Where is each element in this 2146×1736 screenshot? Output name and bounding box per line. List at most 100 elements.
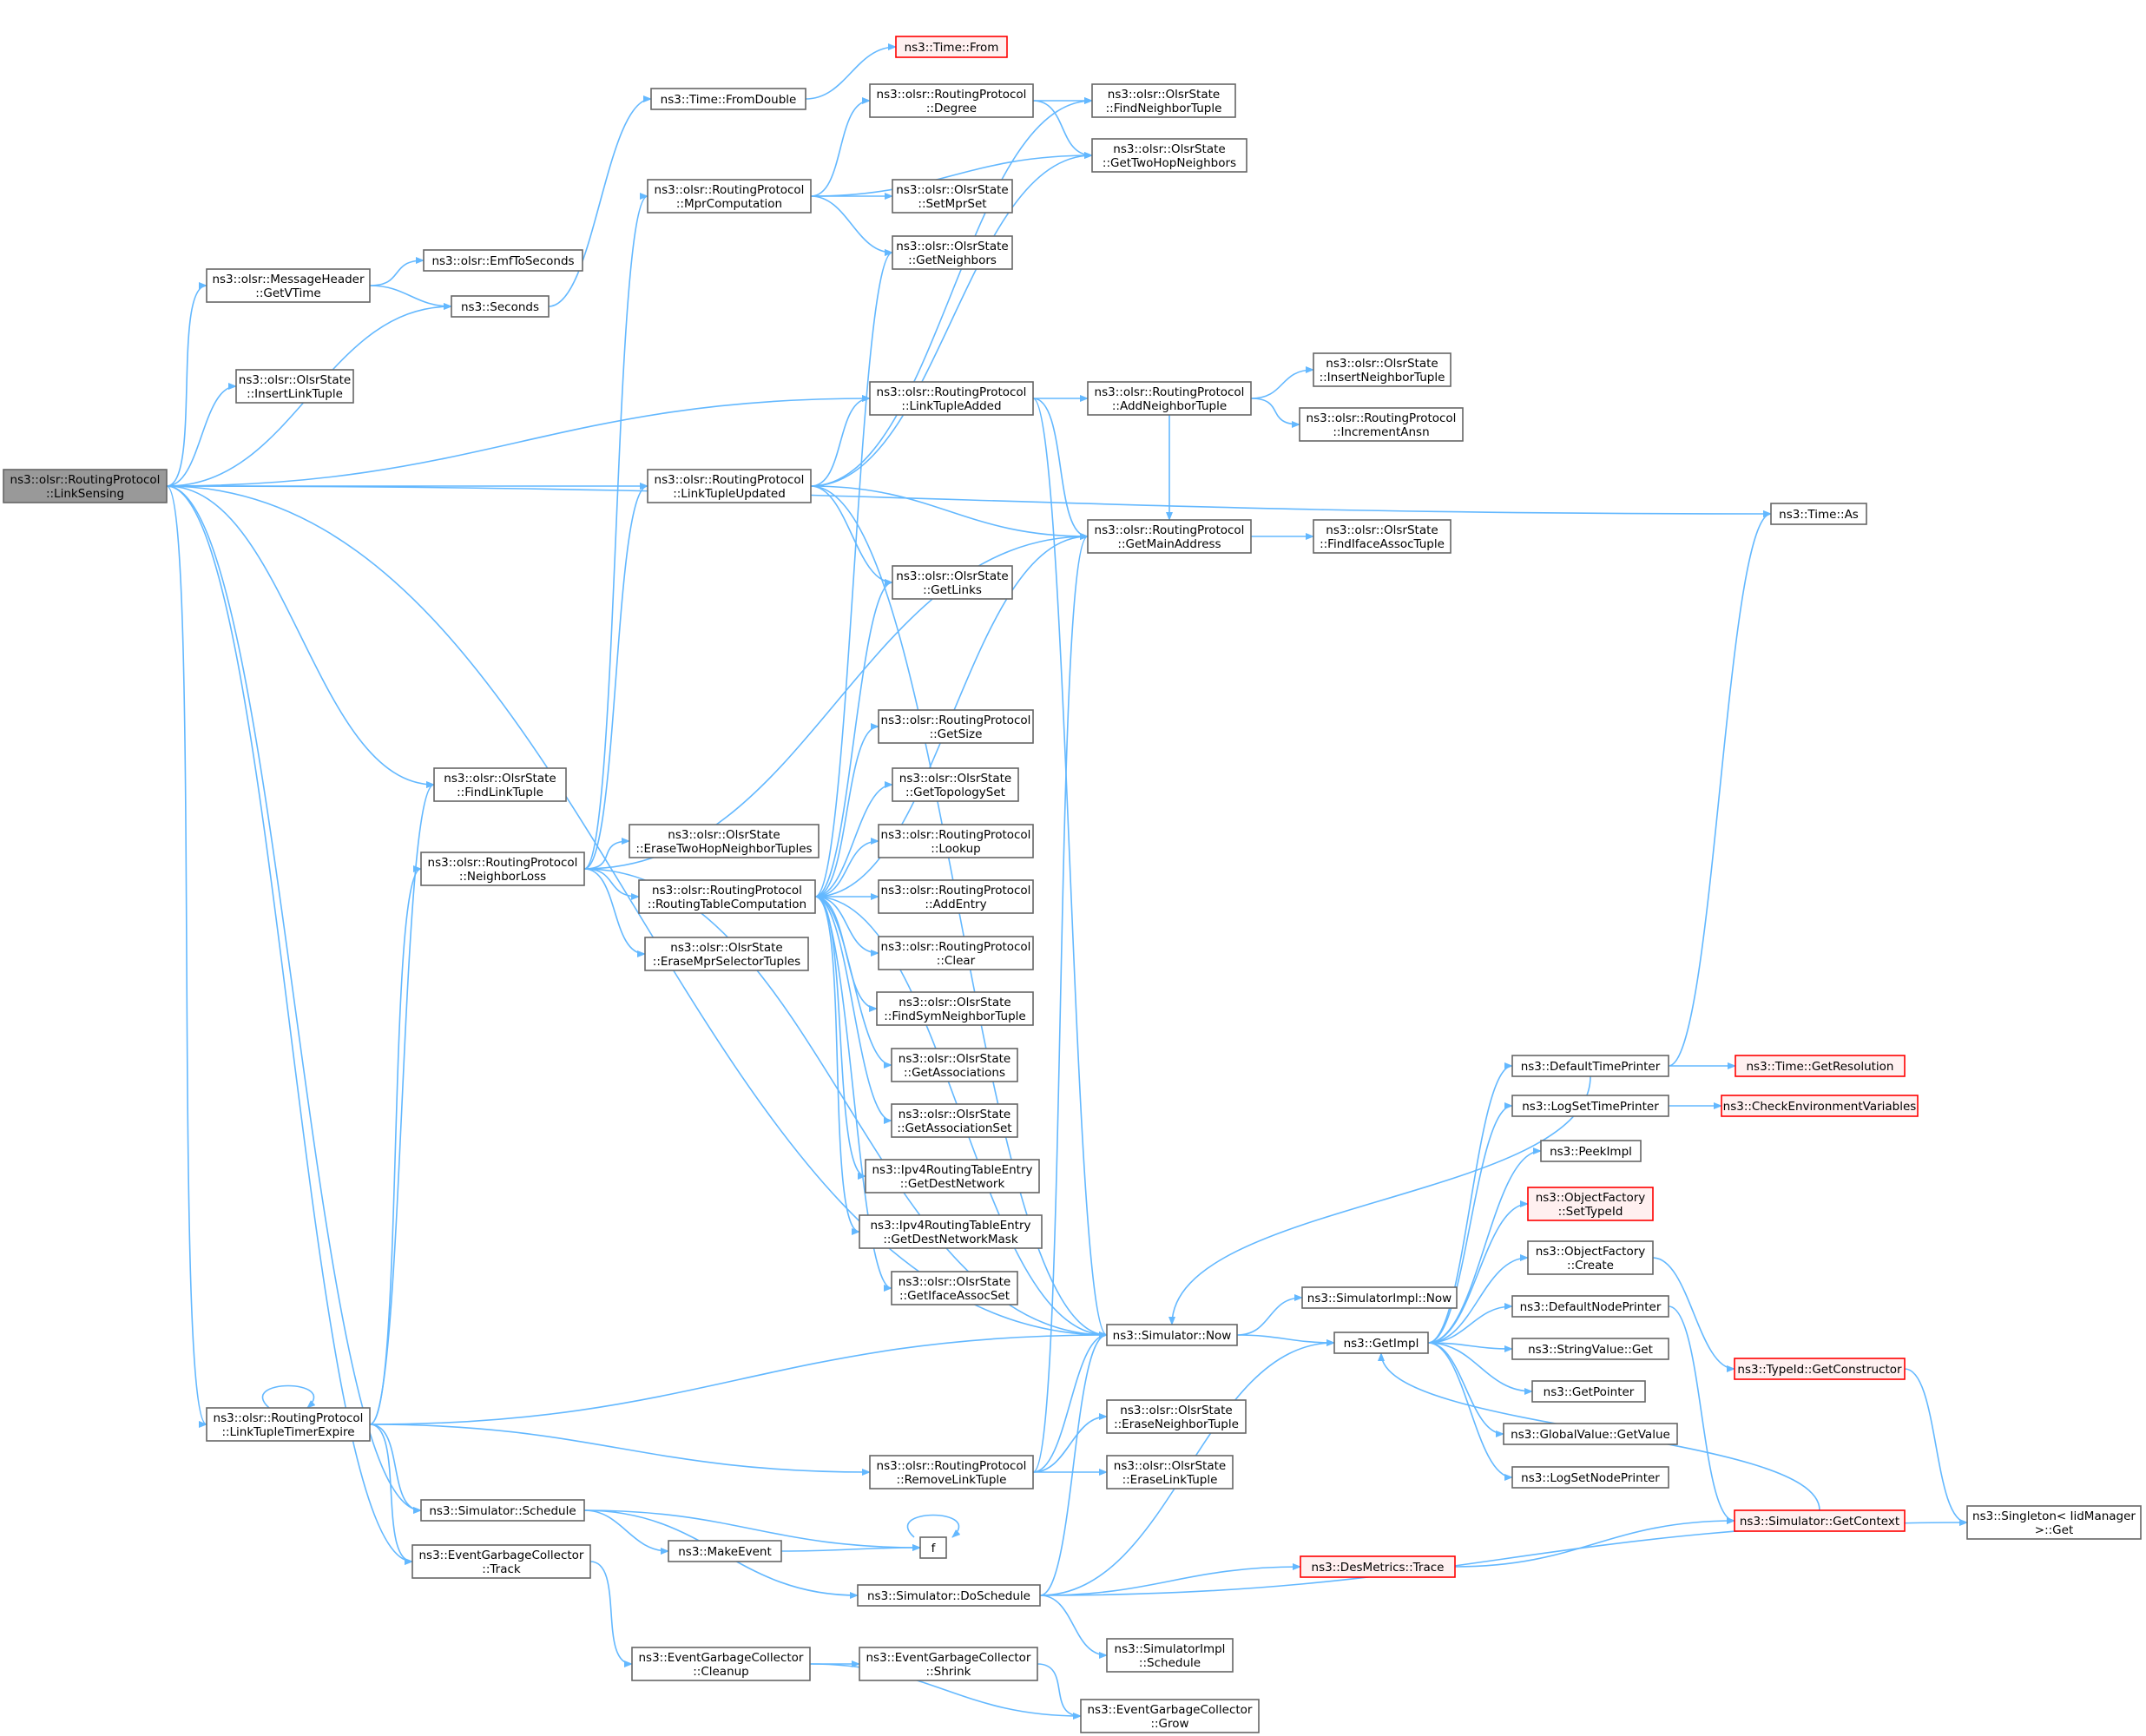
node-label: ns3::olsr::RoutingProtocol	[881, 713, 1031, 727]
node-n47[interactable]: ns3::Simulator::Now	[1106, 1324, 1238, 1346]
node-n15[interactable]: ns3::olsr::OlsrState::InsertNeighborTupl…	[1313, 352, 1452, 387]
node-n17[interactable]: ns3::olsr::RoutingProtocol::LinkTupleUpd…	[647, 469, 812, 503]
node-n59[interactable]: ns3::Singleton< IidManager>::Get	[1966, 1505, 2142, 1540]
node-n9[interactable]: ns3::olsr::EmfToSeconds	[423, 249, 583, 272]
node-box	[1511, 1338, 1669, 1360]
edge-n28-n35	[814, 896, 892, 1069]
node-n30[interactable]: ns3::olsr::OlsrState::EraseMprSelectorTu…	[644, 937, 809, 971]
node-n35[interactable]: ns3::olsr::OlsrState::GetAssociations	[891, 1048, 1018, 1082]
node-n34[interactable]: ns3::Time::GetResolution	[1735, 1055, 1906, 1077]
node-box	[1540, 1140, 1642, 1162]
node-label: ns3::Simulator::DoSchedule	[867, 1589, 1030, 1603]
node-label: ns3::olsr::OlsrState	[1326, 357, 1438, 371]
node-n46[interactable]: ns3::SimulatorImpl::Now	[1301, 1286, 1458, 1309]
node-n51[interactable]: ns3::GetPointer	[1531, 1380, 1646, 1403]
node-n4[interactable]: ns3::olsr::OlsrState::FindNeighborTuple	[1091, 83, 1236, 118]
node-box	[1734, 1358, 1906, 1380]
node-n26[interactable]: ns3::olsr::RoutingProtocol::Lookup	[878, 824, 1034, 858]
node-n3[interactable]: ns3::olsr::RoutingProtocol::Degree	[869, 83, 1034, 118]
node-n6[interactable]: ns3::olsr::RoutingProtocol::MprComputati…	[647, 179, 812, 214]
edge-n14-n15	[1250, 366, 1314, 399]
node-n28[interactable]: ns3::olsr::RoutingProtocol::RoutingTable…	[638, 879, 816, 914]
node-n24[interactable]: ns3::olsr::OlsrState::FindLinkTuple	[433, 767, 567, 802]
node-n55[interactable]: ns3::olsr::RoutingProtocol::RemoveLinkTu…	[869, 1455, 1034, 1489]
node-label: ::GetDestNetworkMask	[883, 1233, 1018, 1246]
node-label: ::Create	[1567, 1259, 1614, 1272]
node-n0[interactable]: ns3::olsr::RoutingProtocol::LinkSensing	[3, 469, 168, 503]
node-n13[interactable]: ns3::olsr::RoutingProtocol::LinkTupleAdd…	[869, 381, 1034, 416]
node-n45[interactable]: ns3::DefaultNodePrinter	[1511, 1295, 1669, 1318]
node-n66[interactable]: ns3::SimulatorImpl::Schedule	[1106, 1638, 1234, 1673]
node-n20[interactable]: ns3::Time::As	[1770, 503, 1867, 525]
node-n56[interactable]: ns3::olsr::OlsrState::EraseLinkTuple	[1106, 1455, 1234, 1489]
node-n69[interactable]: ns3::EventGarbageCollector::Grow	[1080, 1699, 1260, 1733]
node-n40[interactable]: ns3::Ipv4RoutingTableEntry::GetDestNetwo…	[865, 1159, 1040, 1194]
edge-n27-n25	[583, 838, 630, 870]
node-n10[interactable]: ns3::olsr::MessageHeader::GetVTime	[206, 268, 371, 303]
node-n64[interactable]: ns3::DesMetrics::Trace	[1300, 1555, 1456, 1578]
node-n2[interactable]: ns3::Time::FromDouble	[650, 88, 806, 110]
node-n61[interactable]: f	[919, 1536, 947, 1559]
node-n23[interactable]: ns3::olsr::OlsrState::GetTopologySet	[892, 767, 1019, 802]
node-n68[interactable]: ns3::EventGarbageCollector::Shrink	[859, 1647, 1038, 1681]
node-n41[interactable]: ns3::ObjectFactory::SetTypeId	[1527, 1187, 1654, 1221]
node-n43[interactable]: ns3::ObjectFactory::Create	[1527, 1240, 1654, 1275]
node-n25[interactable]: ns3::olsr::OlsrState::EraseTwoHopNeighbo…	[629, 824, 820, 858]
node-n11[interactable]: ns3::Seconds	[451, 295, 550, 318]
node-box	[1091, 138, 1247, 173]
node-n60[interactable]: ns3::Simulator::GetContext	[1734, 1509, 1906, 1532]
node-n67[interactable]: ns3::EventGarbageCollector::Cleanup	[631, 1647, 811, 1681]
edge-n47-n46	[1236, 1294, 1303, 1336]
node-n63[interactable]: ns3::EventGarbageCollector::Track	[411, 1544, 591, 1579]
node-n22[interactable]: ns3::olsr::RoutingProtocol::GetSize	[878, 709, 1034, 744]
node-label: ns3::olsr::EmfToSeconds	[431, 254, 574, 268]
node-n44[interactable]: ns3::olsr::OlsrState::GetIfaceAssocSet	[891, 1271, 1018, 1305]
node-label: ::EraseTwoHopNeighborTuples	[635, 842, 812, 856]
node-box	[1770, 503, 1867, 525]
node-label: ::LinkTupleUpdated	[673, 487, 786, 501]
node-n29[interactable]: ns3::olsr::RoutingProtocol::AddEntry	[878, 879, 1034, 914]
node-label: ns3::olsr::RoutingProtocol	[877, 385, 1027, 399]
node-n14[interactable]: ns3::olsr::RoutingProtocol::AddNeighborT…	[1087, 381, 1252, 416]
node-label: ns3::EventGarbageCollector	[866, 1651, 1031, 1665]
node-n8[interactable]: ns3::olsr::OlsrState::GetNeighbors	[892, 235, 1013, 270]
node-box	[878, 879, 1034, 914]
node-n49[interactable]: ns3::StringValue::Get	[1511, 1338, 1669, 1360]
node-n32[interactable]: ns3::olsr::OlsrState::FindSymNeighborTup…	[876, 991, 1034, 1026]
node-n39[interactable]: ns3::PeekImpl	[1540, 1140, 1642, 1162]
node-n37[interactable]: ns3::CheckEnvironmentVariables	[1721, 1095, 1919, 1117]
node-n42[interactable]: ns3::Ipv4RoutingTableEntry::GetDestNetwo…	[859, 1214, 1043, 1249]
node-n16[interactable]: ns3::olsr::RoutingProtocol::IncrementAns…	[1299, 407, 1464, 442]
node-n50[interactable]: ns3::TypeId::GetConstructor	[1734, 1358, 1906, 1380]
node-label: ::RemoveLinkTuple	[897, 1473, 1007, 1487]
node-n36[interactable]: ns3::LogSetTimePrinter	[1511, 1095, 1669, 1117]
node-n38[interactable]: ns3::olsr::OlsrState::GetAssociationSet	[891, 1103, 1018, 1138]
node-n5[interactable]: ns3::olsr::OlsrState::GetTwoHopNeighbors	[1091, 138, 1247, 173]
node-n54[interactable]: ns3::GlobalValue::GetValue	[1503, 1423, 1678, 1445]
node-label: ::EraseLinkTuple	[1122, 1473, 1218, 1487]
node-n58[interactable]: ns3::Simulator::Schedule	[420, 1499, 585, 1522]
edge-n3-n5	[1032, 100, 1093, 159]
edge-n65-n64	[1039, 1563, 1301, 1596]
node-box	[1721, 1095, 1919, 1117]
node-n18[interactable]: ns3::olsr::RoutingProtocol::GetMainAddre…	[1087, 519, 1252, 554]
node-n57[interactable]: ns3::LogSetNodePrinter	[1511, 1466, 1669, 1489]
edge-n28-n31	[814, 896, 879, 957]
node-n27[interactable]: ns3::olsr::RoutingProtocol::NeighborLoss	[420, 852, 585, 886]
node-label: ns3::Time::GetResolution	[1746, 1060, 1893, 1074]
node-n12[interactable]: ns3::olsr::OlsrState::InsertLinkTuple	[235, 369, 354, 404]
node-n52[interactable]: ns3::olsr::OlsrState::EraseNeighborTuple	[1106, 1399, 1247, 1434]
node-n7[interactable]: ns3::olsr::OlsrState::SetMprSet	[892, 179, 1013, 214]
node-n62[interactable]: ns3::MakeEvent	[668, 1540, 782, 1562]
node-n31[interactable]: ns3::olsr::RoutingProtocol::Clear	[878, 936, 1034, 970]
node-box	[647, 469, 812, 503]
node-n33[interactable]: ns3::DefaultTimePrinter	[1511, 1055, 1669, 1077]
node-n19[interactable]: ns3::olsr::OlsrState::FindIfaceAssocTupl…	[1313, 519, 1452, 554]
node-box	[892, 235, 1013, 270]
node-n65[interactable]: ns3::Simulator::DoSchedule	[857, 1584, 1041, 1607]
node-n48[interactable]: ns3::GetImpl	[1333, 1332, 1429, 1354]
node-n1[interactable]: ns3::Time::From	[895, 36, 1008, 58]
node-n53[interactable]: ns3::olsr::RoutingProtocol::LinkTupleTim…	[206, 1407, 371, 1442]
node-label: ns3::EventGarbageCollector	[1088, 1703, 1253, 1717]
node-n21[interactable]: ns3::olsr::OlsrState::GetLinks	[892, 565, 1013, 600]
